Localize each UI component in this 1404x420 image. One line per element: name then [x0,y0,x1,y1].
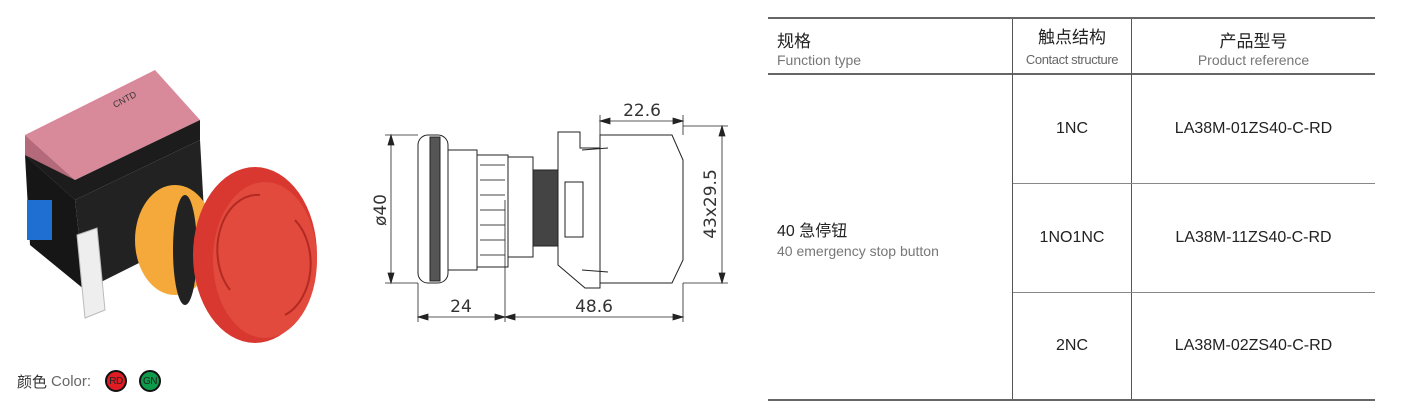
contact-cell: 1NC [1055,120,1088,137]
row-divider [1013,292,1375,293]
header-en: Function type [777,52,862,68]
header-zh: 触点结构 [1038,28,1106,47]
column-divider [1012,19,1013,399]
header-divider [768,73,1375,75]
dim-block-size: 43x29.5 [701,169,721,239]
product-photo: CNTD [25,70,317,343]
table-bottom-border [768,399,1375,401]
contact-block-label [25,70,200,180]
header-en: Product reference [1197,52,1310,68]
column-divider [1131,19,1132,399]
reference-cell: LA38M-11ZS40-C-RD [1175,229,1332,246]
contact-cell: 1NO1NC [1039,229,1105,246]
header-zh: 产品型号 [1219,32,1288,51]
color-swatch-red[interactable]: RD [105,370,128,392]
header-product-reference: 产品型号 Product reference [1132,27,1375,68]
function-type-zh: 40 急停钮 [777,223,848,240]
color-label-en: Color: [51,372,92,390]
terminal-blue [27,200,52,240]
reference-cell: LA38M-01ZS40-C-RD [1174,120,1333,137]
dim-diameter: ø40 [371,194,391,226]
header-contact-structure: 触点结构 Contact structure [1013,23,1131,67]
dim-body-length: 48.6 [575,297,613,317]
dim-block-depth: 22.6 [623,101,661,121]
reference-cell: LA38M-02ZS40-C-RD [1174,337,1333,354]
header-zh: 规格 [777,32,811,51]
spec-table: 规格 Function type 触点结构 Contact structure … [768,17,1375,401]
color-label-zh: 颜色 [17,373,48,391]
table-top-border [768,17,1375,19]
color-options: 颜色 Color: RD GN [17,370,162,392]
dimension-drawing: ø40 24 48.6 22.6 43x29.5 [371,101,728,322]
function-type-en: 40 emergency stop button [777,243,939,259]
contact-cell: 2NC [1055,337,1088,354]
header-en: Contact structure [1025,52,1119,67]
dim-cap-depth: 24 [450,297,472,317]
row-divider [1013,183,1375,184]
function-type-cell: 40 急停钮 40 emergency stop button [777,217,939,259]
header-function-type: 规格 Function type [777,27,861,68]
color-swatch-green[interactable]: GN [139,370,162,392]
